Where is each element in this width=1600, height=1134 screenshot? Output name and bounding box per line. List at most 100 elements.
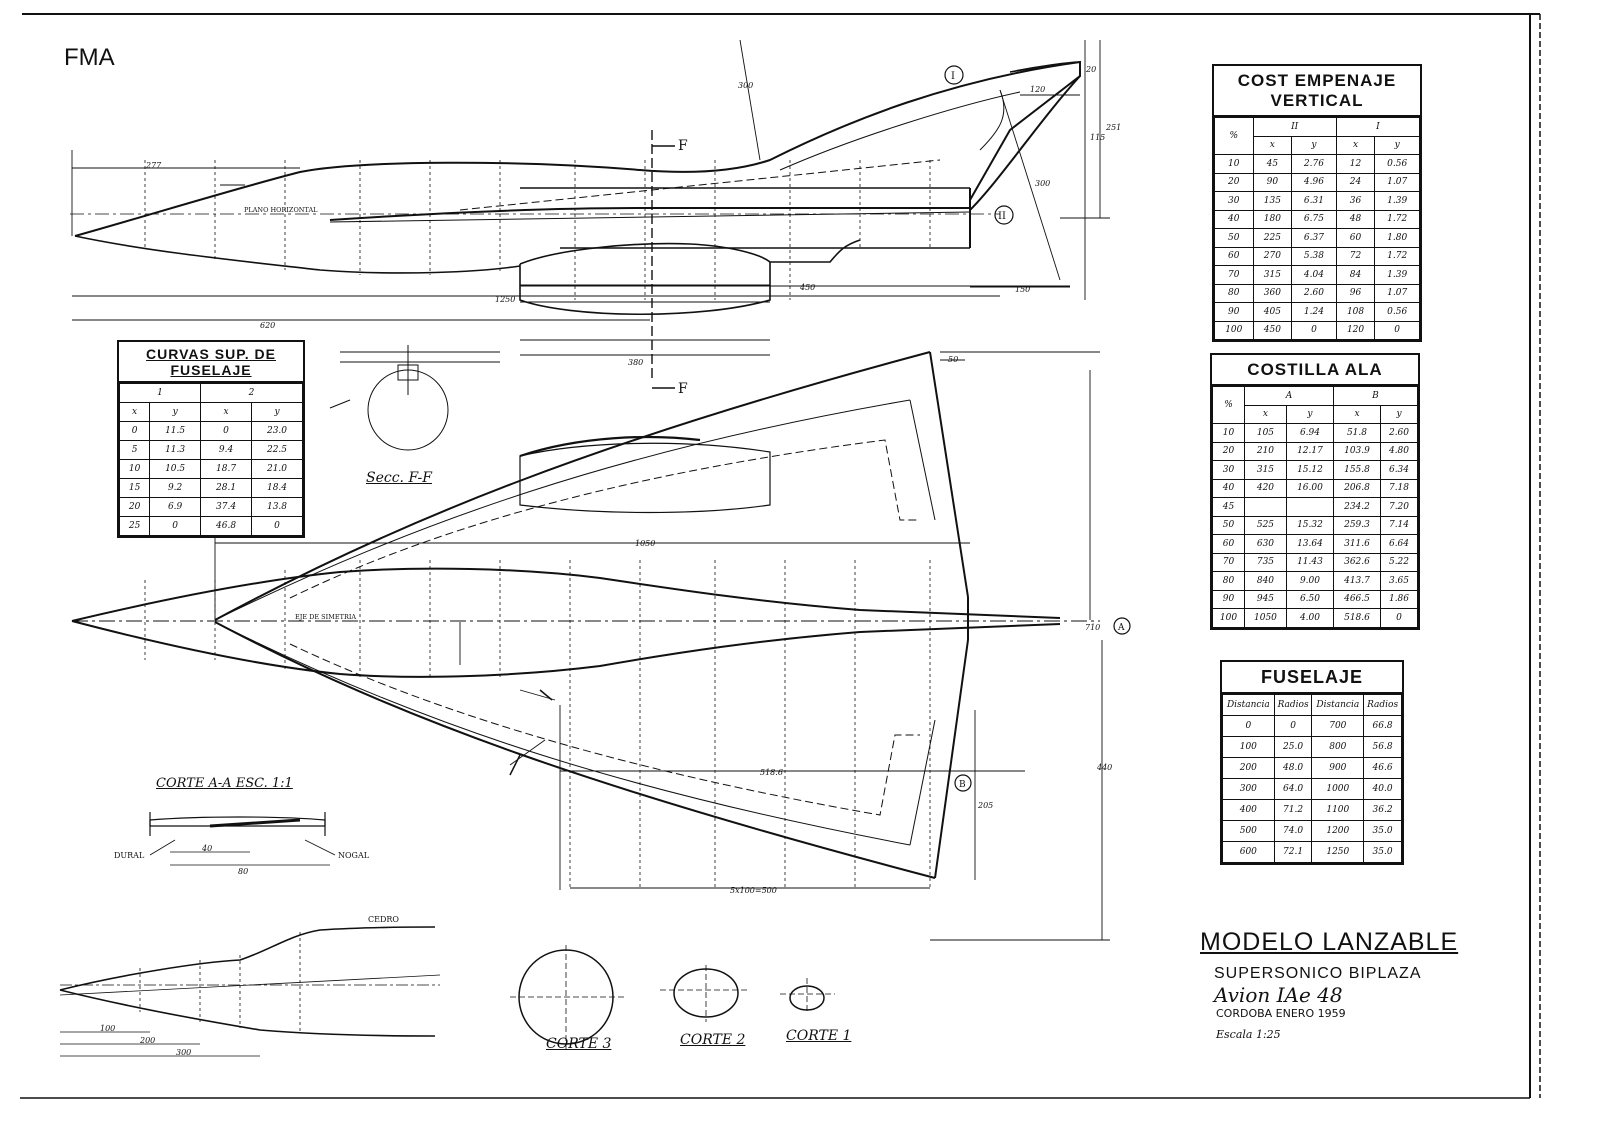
vertical-cell: 6.31 [1291, 191, 1337, 211]
dim-80: 80 [238, 867, 248, 876]
vertical-cell: 45 [1252, 154, 1293, 174]
header-group-b: B [1332, 386, 1419, 406]
fuselaje-cell: 36.2 [1363, 799, 1402, 821]
vertical-cell: 108 [1335, 302, 1376, 322]
vertical-cell: 0.56 [1374, 302, 1420, 322]
arrow-f-bottom: F [678, 381, 688, 397]
ala-cell: 1050 [1243, 608, 1287, 628]
profile-lower-texts: 100 200 300 CEDRO [100, 915, 399, 1057]
vertical-cell: 70 [1214, 265, 1254, 285]
curvas-cell: 25 [118, 516, 151, 536]
fuselaje-cell: 900 [1311, 757, 1365, 779]
header-y: y [251, 402, 303, 422]
ala-cell: 466.5 [1332, 589, 1381, 609]
ala-cell: 10 [1212, 423, 1245, 443]
curvas-cell: 46.8 [200, 516, 253, 536]
vertical-cell: 270 [1252, 246, 1293, 266]
ala-cell: 80 [1212, 571, 1245, 591]
vertical-cell: 40 [1214, 209, 1254, 229]
vertical-cell: 1.39 [1374, 265, 1420, 285]
fuselaje-cell: 48.0 [1273, 757, 1313, 779]
curvas-cell: 20 [118, 497, 151, 517]
sheet-border [20, 13, 1541, 1099]
title-block: MODELO LANZABLE SUPERSONICO BIPLAZA Avio… [1200, 928, 1460, 1041]
dim-710: 710 [1085, 623, 1100, 632]
vertical-cell: 10 [1214, 154, 1254, 174]
vertical-cell: 100 [1214, 320, 1254, 340]
header-radios: Radios [1363, 694, 1402, 716]
side-view [70, 39, 1110, 389]
ala-cell: 630 [1243, 534, 1287, 554]
header-x: x [1335, 135, 1376, 155]
corte-aa-texts: 40 80 DURAL NOGAL [114, 844, 370, 876]
curvas-cell: 0 [251, 516, 303, 536]
plan-view [71, 351, 1131, 941]
ala-cell: 2.60 [1379, 423, 1419, 443]
fuselaje-cell: 300 [1222, 778, 1275, 800]
title-plane: Avion IAe 48 [1214, 983, 1343, 1007]
fuselaje-cell: 100 [1222, 736, 1275, 758]
label-nogal: NOGAL [338, 851, 370, 860]
ala-cell: 234.2 [1332, 497, 1381, 517]
ala-cell: 420 [1243, 478, 1287, 498]
table-vertical-title: COST EMPENAJE VERTICAL [1214, 66, 1420, 117]
header-y: y [1285, 404, 1334, 424]
header-x: x [1243, 404, 1287, 424]
fuselaje-cell: 72.1 [1273, 841, 1313, 863]
header-percent: % [1214, 117, 1254, 155]
header-y: y [1379, 404, 1419, 424]
fuselaje-cell: 1250 [1311, 841, 1365, 863]
ala-cell: 12.17 [1285, 441, 1334, 461]
side-view-dimensions: 277 620 1250 150 450 380 120 300 300 251… [145, 65, 1121, 397]
curvas-cell: 13.8 [251, 497, 303, 517]
ala-cell: 5.22 [1379, 552, 1419, 572]
vertical-cell: 24 [1335, 172, 1376, 192]
ala-cell: 15.12 [1285, 460, 1334, 480]
ala-cell: 70 [1212, 552, 1245, 572]
vertical-cell: 0 [1291, 320, 1337, 340]
ala-cell: 13.64 [1285, 534, 1334, 554]
vertical-cell: 6.75 [1291, 209, 1337, 229]
label-eje-simetria: EJE DE SIMETRIA [295, 613, 356, 621]
header-radios: Radios [1273, 694, 1313, 716]
title-sub: SUPERSONICO BIPLAZA [1214, 965, 1422, 982]
dim-20: 20 [1085, 65, 1096, 74]
fuselaje-cell: 35.0 [1363, 820, 1402, 842]
fuselaje-cell: 71.2 [1273, 799, 1313, 821]
header-distancia: Distancia [1222, 694, 1275, 716]
label-corte-3: CORTE 3 [546, 1036, 612, 1052]
fuselaje-cell: 1100 [1311, 799, 1365, 821]
fuselaje-cell: 500 [1222, 820, 1275, 842]
vertical-cell: 450 [1252, 320, 1293, 340]
fuselaje-cell: 400 [1222, 799, 1275, 821]
dim-120: 120 [1030, 85, 1045, 94]
ala-cell: 90 [1212, 589, 1245, 609]
ala-cell: 525 [1243, 515, 1287, 535]
dim-251: 251 [1105, 123, 1121, 132]
curvas-cell: 10 [118, 459, 151, 479]
fuselaje-cell: 200 [1222, 757, 1275, 779]
ala-cell: 315 [1243, 460, 1287, 480]
ala-cell: 945 [1243, 589, 1287, 609]
label-dural: DURAL [114, 851, 145, 860]
title-scale: Escala 1:25 [1216, 1028, 1281, 1041]
curvas-cell: 9.4 [200, 440, 253, 460]
